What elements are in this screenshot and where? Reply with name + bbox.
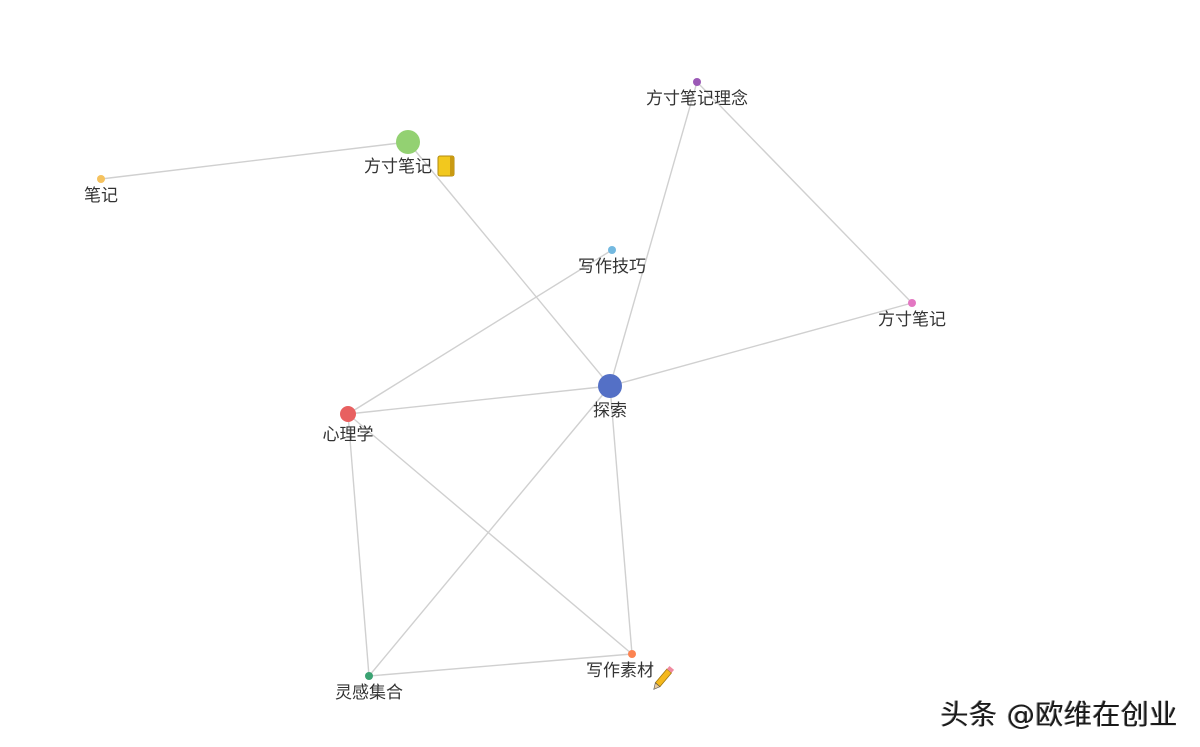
- graph-node[interactable]: 灵感集合: [335, 672, 403, 703]
- graph-node[interactable]: 笔记: [84, 175, 118, 206]
- graph-edge: [609, 302, 913, 387]
- node-dot[interactable]: [628, 650, 636, 658]
- graph-edge: [609, 385, 633, 655]
- graph-node[interactable]: 方寸笔记: [878, 299, 946, 330]
- node-label[interactable]: 灵感集合: [335, 683, 403, 703]
- node-label[interactable]: 方寸笔记: [878, 310, 946, 330]
- node-dot[interactable]: [608, 246, 616, 254]
- node-label[interactable]: 写作素材: [586, 661, 654, 681]
- node-label[interactable]: 方寸笔记理念: [646, 88, 748, 109]
- node-dot[interactable]: [598, 374, 622, 398]
- graph-edge: [347, 413, 633, 655]
- node-dot[interactable]: [97, 175, 105, 183]
- node-label[interactable]: 探索: [593, 401, 627, 421]
- graph-edge: [407, 141, 611, 387]
- graph-node[interactable]: 心理学: [323, 406, 374, 445]
- graph-edge: [347, 385, 611, 415]
- graph-node[interactable]: 方寸笔记理念: [646, 78, 748, 109]
- node-label[interactable]: 心理学: [323, 425, 374, 445]
- node-dot[interactable]: [396, 130, 420, 154]
- node-label[interactable]: 写作技巧: [578, 257, 646, 277]
- graph-edge: [609, 81, 698, 387]
- node-dot[interactable]: [908, 299, 916, 307]
- graph-edge: [347, 413, 370, 677]
- graph-edges: [100, 81, 913, 677]
- graph-edge: [696, 81, 913, 304]
- pencil-icon: [653, 665, 675, 690]
- graph-node[interactable]: 写作技巧: [578, 246, 646, 277]
- graph-node[interactable]: 写作素材: [586, 650, 675, 691]
- node-label[interactable]: 笔记: [84, 186, 118, 206]
- node-dot[interactable]: [340, 406, 356, 422]
- graph-edge: [368, 653, 633, 677]
- node-label[interactable]: 方寸笔记: [364, 157, 432, 177]
- graph-node[interactable]: 探索: [593, 374, 627, 421]
- graph-edge: [347, 249, 613, 415]
- graph-edge: [100, 141, 409, 180]
- graph-node[interactable]: 方寸笔记: [364, 130, 455, 177]
- node-dot[interactable]: [693, 78, 701, 86]
- graph-edge: [368, 385, 611, 677]
- node-dot[interactable]: [365, 672, 373, 680]
- notebook-icon-spine: [450, 156, 454, 176]
- watermark: 头条 @欧维在创业: [940, 698, 1178, 731]
